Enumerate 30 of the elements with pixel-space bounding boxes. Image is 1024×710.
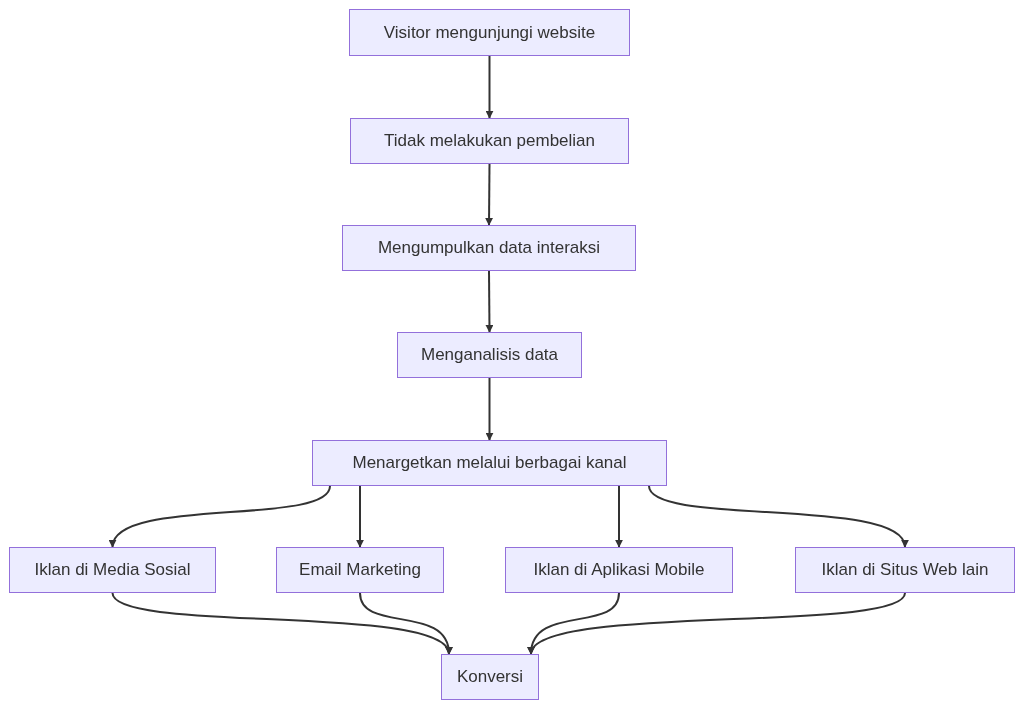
box-label: Iklan di Aplikasi Mobile <box>533 559 705 582</box>
box-label: Email Marketing <box>299 559 421 582</box>
process-box <box>505 547 733 593</box>
process-box <box>349 9 630 56</box>
arrow <box>615 485 623 548</box>
arrow <box>530 592 906 655</box>
arrow <box>485 163 494 226</box>
box-label: Iklan di Situs Web lain <box>821 559 989 582</box>
box-label: Iklan di Media Sosial <box>34 559 191 582</box>
arrow <box>648 485 906 548</box>
box-label: Visitor mengunjungi website <box>383 21 596 44</box>
arrow <box>485 377 494 441</box>
process-box <box>342 225 636 271</box>
box-label: Menargetkan melalui berbagai kanal <box>352 452 627 475</box>
box-label: Mengumpulkan data interaksi <box>377 237 601 260</box>
process-box <box>441 654 539 700</box>
process-box <box>795 547 1015 593</box>
arrow <box>485 270 494 333</box>
arrow <box>356 485 364 548</box>
process-box <box>276 547 444 593</box>
process-box <box>9 547 216 593</box>
arrow <box>111 485 331 548</box>
process-box <box>350 118 629 164</box>
process-box <box>312 440 667 486</box>
box-label: Tidak melakukan pembelian <box>383 130 595 153</box>
process-box <box>397 332 582 378</box>
box-label: Menganalisis data <box>421 344 558 367</box>
box-label: Konversi <box>456 666 524 689</box>
arrow <box>359 592 452 655</box>
arrow <box>485 55 494 119</box>
